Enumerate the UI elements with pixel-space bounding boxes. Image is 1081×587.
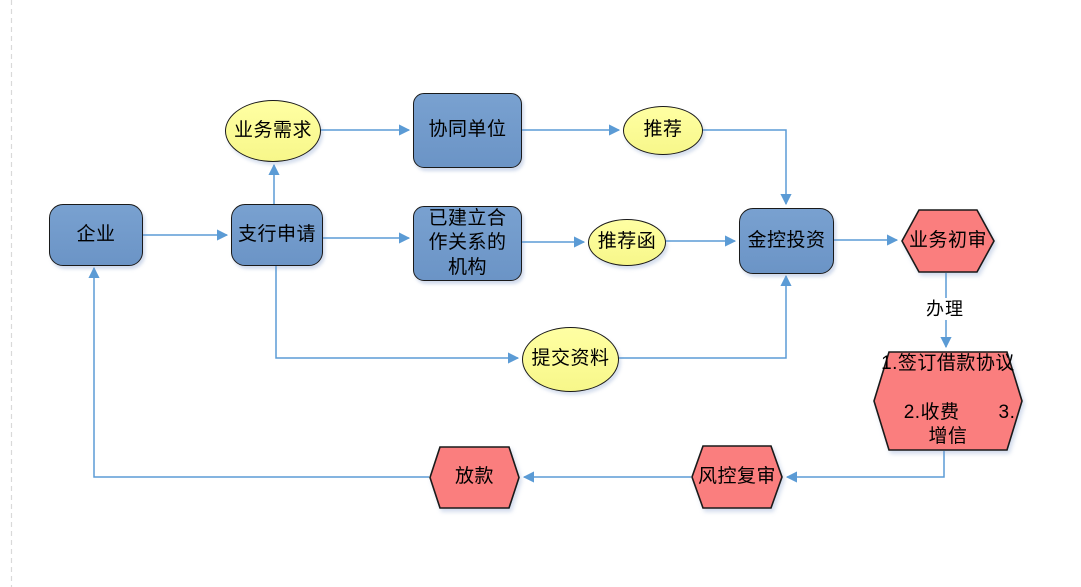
node-collaborating-unit: 协同单位	[413, 93, 522, 168]
node-sign-loan-agreement: 1.签订借款协议 2.收费 3.增信	[873, 351, 1023, 451]
node-branch-application-label: 支行申请	[237, 223, 316, 245]
edge-recommend-to-jinkong	[701, 129, 792, 206]
node-loan-disbursement: 放款	[429, 446, 520, 509]
node-branch-application: 支行申请	[231, 204, 323, 266]
node-jinkong-investment: 金控投资	[739, 208, 834, 274]
node-recommendation-letter: 推荐函	[588, 219, 666, 266]
node-business-demand: 业务需求	[225, 100, 321, 162]
node-enterprise-label: 企业	[76, 223, 116, 245]
node-risk-control-review: 风控复审	[691, 445, 783, 509]
node-business-initial-review: 业务初审	[901, 209, 995, 273]
node-submit-materials-label: 提交资料	[531, 348, 610, 370]
agreement-line-1: 1.签订借款协议	[881, 353, 1015, 375]
hexagon-shape	[691, 445, 783, 509]
node-submit-materials: 提交资料	[522, 327, 619, 392]
node-collaborating-unit-label: 协同单位	[428, 119, 507, 141]
edge-disburse-to-enterprise	[88, 266, 429, 478]
hexagon-shape	[429, 446, 520, 509]
node-loan-disbursement-label: 放款	[454, 466, 494, 488]
edge-branch-to-submit	[275, 264, 520, 364]
node-recommendation: 推荐	[623, 106, 703, 155]
hexagon-shape	[901, 209, 995, 273]
edge-submit-to-jinkong	[617, 274, 792, 359]
edge-agreement-to-riskreview	[785, 451, 945, 483]
node-established-partner-institutions: 已建立合作关系的机构	[413, 206, 522, 281]
node-jinkong-investment-label: 金控投资	[747, 229, 826, 251]
node-business-initial-review-label: 业务初审	[908, 229, 987, 251]
agreement-line-2: 2.收费 3.增信	[903, 402, 1016, 448]
node-risk-control-review-label: 风控复审	[697, 465, 776, 487]
node-established-partner-institutions-label: 已建立合作关系的机构	[428, 208, 507, 278]
node-sign-loan-agreement-label: 1.签订借款协议 2.收费 3.增信	[873, 352, 1023, 449]
node-recommendation-label: 推荐	[643, 119, 683, 141]
node-recommendation-letter-label: 推荐函	[597, 231, 657, 253]
node-business-demand-label: 业务需求	[233, 119, 312, 141]
hexagon-shape	[873, 351, 1023, 451]
edge-label-process: 办理	[923, 298, 967, 320]
node-enterprise: 企业	[49, 204, 143, 266]
